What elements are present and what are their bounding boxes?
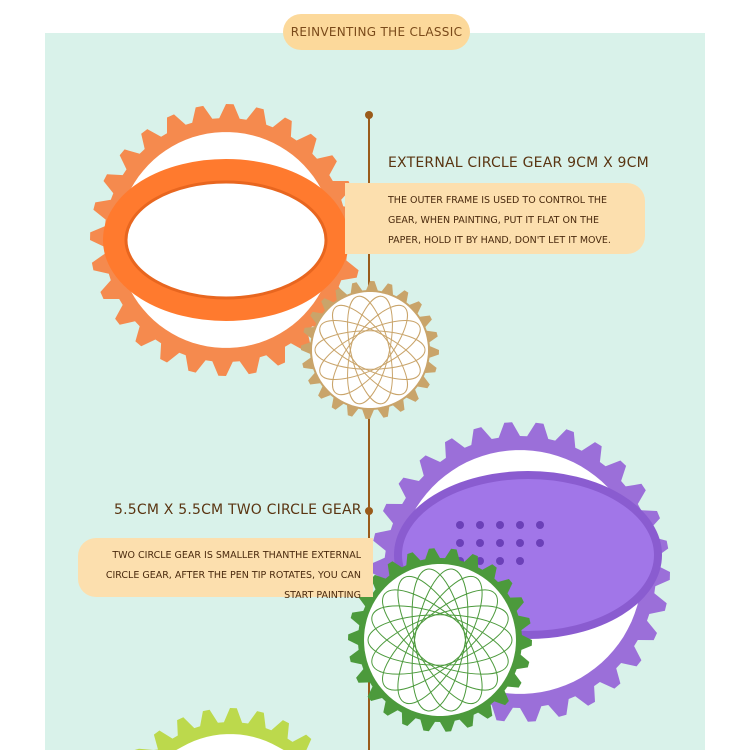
orange-gear-teeth (124, 180, 328, 300)
timeline-dot (365, 507, 373, 515)
purple-disc-hole (496, 557, 504, 565)
green-spiro-pattern (382, 589, 498, 691)
tan-spiro-pattern (314, 330, 426, 370)
tan-spiro-pattern-center (356, 336, 384, 364)
purple-disc-hole (496, 539, 504, 547)
purple-disc-hole (536, 539, 544, 547)
purple-disc-hole (516, 521, 524, 529)
purple-disc-hole (456, 521, 464, 529)
section-title-external-gear: EXTERNAL CIRCLE GEAR 9CM X 9CM (388, 155, 649, 171)
purple-disc-hole (476, 521, 484, 529)
purple-disc-hole (516, 557, 524, 565)
green-spiro-pattern (397, 575, 483, 705)
purple-disc-hole (456, 539, 464, 547)
green-spiro-pattern-center (416, 616, 464, 664)
purple-disc-hole (516, 539, 524, 547)
green-spiro-pattern (411, 568, 469, 712)
purple-disc-hole (476, 557, 484, 565)
lime-gear (108, 708, 352, 750)
green-spiro-pattern (411, 568, 469, 712)
green-spiro-pattern (397, 575, 483, 705)
tan-spiro-pattern (347, 295, 393, 405)
purple-disc-hole (536, 521, 544, 529)
green-spiro-pattern (371, 605, 509, 675)
green-spiro-pattern (382, 589, 498, 691)
purple-disc-hole (496, 521, 504, 529)
tan-spiro-pattern (319, 319, 421, 381)
tan-spiro-pattern (332, 304, 408, 396)
section-description-external-gear: THE OUTER FRAME IS USED TO CONTROL THE G… (345, 183, 645, 254)
orange-gear-ring (103, 159, 349, 321)
tan-spiro-pattern (319, 319, 421, 381)
section-description-two-circle-gear: TWO CIRCLE GEAR IS SMALLER THANTHE EXTER… (78, 538, 373, 601)
section-title-two-circle-gear: 5.5CM X 5.5CM TWO CIRCLE GEAR (114, 502, 362, 518)
green-spiro-pattern (371, 605, 509, 675)
purple-disc-hole (476, 539, 484, 547)
green-spiro-pattern (367, 614, 513, 666)
lime-gear-inner (134, 734, 326, 750)
tan-spiro-pattern (332, 304, 408, 396)
timeline-dot (365, 111, 373, 119)
section-badge: REINVENTING THE CLASSIC (283, 14, 470, 50)
tan-spiro-pattern (347, 295, 393, 405)
